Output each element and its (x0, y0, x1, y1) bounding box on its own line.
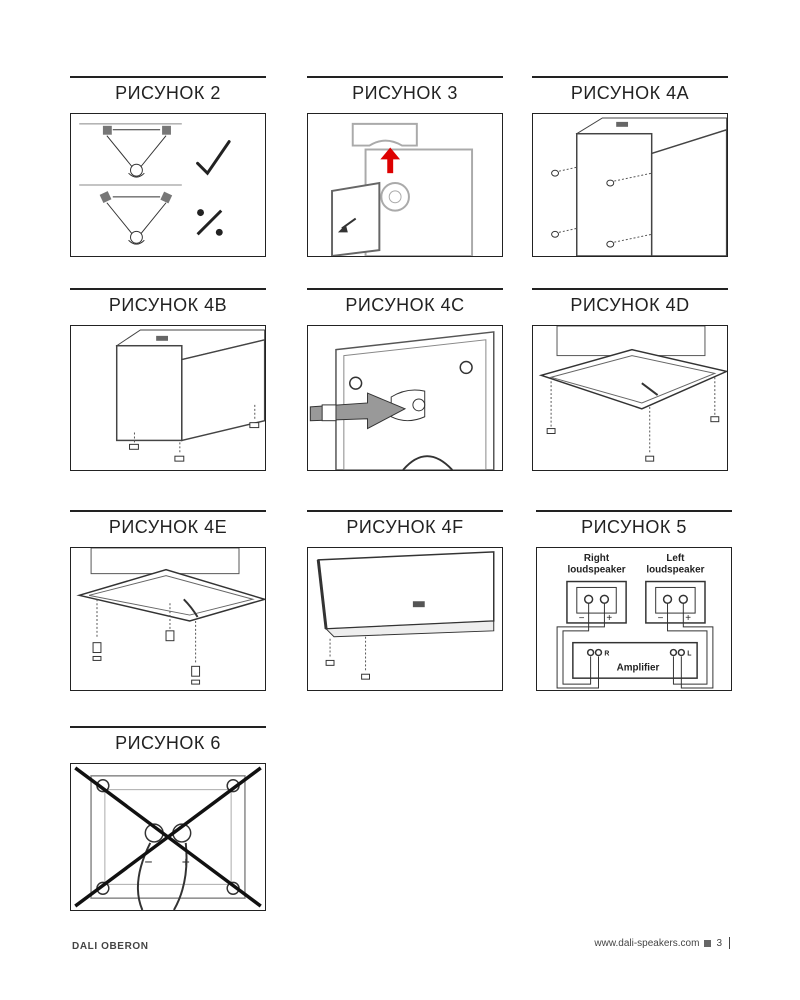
figure-title: РИСУНОК 3 (352, 83, 458, 103)
figure-4d: РИСУНОК 4D (532, 288, 728, 471)
divider (729, 937, 730, 949)
figure-3-illustration (307, 113, 503, 257)
figure-6: РИСУНОК 6 − + (70, 726, 266, 911)
amp-l-label: L (687, 650, 691, 657)
figure-3: РИСУНОК 3 (307, 76, 503, 257)
figure-rule (532, 76, 728, 78)
figure-4c: РИСУНОК 4C (307, 288, 503, 471)
figure-5: РИСУНОК 5 Right loudspeaker Left loudspe… (536, 510, 732, 691)
footer-url: www.dali-speakers.com (594, 937, 700, 949)
left-minus-label: − (658, 613, 664, 624)
figure-rule (532, 288, 728, 290)
figure-4a-illustration (532, 113, 728, 257)
figure-title: РИСУНОК 2 (115, 83, 221, 103)
figure-4a: РИСУНОК 4A (532, 76, 728, 257)
figure-2: РИСУНОК 2 (70, 76, 266, 257)
figure-4b: РИСУНОК 4B (70, 288, 266, 471)
figure-title: РИСУНОК 4D (570, 295, 690, 315)
figure-title: РИСУНОК 4A (570, 83, 690, 103)
amp-r-label: R (604, 650, 609, 657)
figure-rule (70, 76, 266, 78)
figure-rule (307, 76, 503, 78)
figure-4b-illustration (70, 325, 266, 471)
right-minus-label: − (579, 613, 585, 624)
square-icon (704, 939, 712, 947)
figure-6-illustration: − + (70, 763, 266, 911)
figure-rule (307, 288, 503, 290)
left-plus-label: + (685, 613, 691, 624)
figure-rule (70, 510, 266, 512)
fig6-minus-label: − (144, 854, 152, 870)
figure-4f: РИСУНОК 4F (307, 510, 503, 691)
figure-title: РИСУНОК 5 (581, 517, 687, 537)
figure-title: РИСУНОК 4E (108, 517, 228, 537)
figure-2-illustration (70, 113, 266, 257)
footer-page-info: www.dali-speakers.com 3 (594, 937, 730, 949)
figure-title: РИСУНОК 4B (108, 295, 228, 315)
figure-rule (70, 288, 266, 290)
footer-brand: DALI OBERON (72, 941, 149, 952)
figure-4f-illustration (307, 547, 503, 691)
figure-title: РИСУНОК 6 (115, 733, 221, 753)
figure-title: РИСУНОК 4C (345, 295, 465, 315)
right-speaker-label-2: loudspeaker (567, 565, 625, 576)
figure-title: РИСУНОК 4F (346, 517, 464, 537)
figure-4d-illustration (532, 325, 728, 471)
figure-rule (307, 510, 503, 512)
figure-rule (70, 726, 266, 728)
left-speaker-label-1: Left (666, 553, 685, 564)
left-speaker-label-2: loudspeaker (646, 565, 704, 576)
amplifier-label: Amplifier (617, 662, 660, 673)
figure-4c-illustration (307, 325, 503, 471)
figure-rule (536, 510, 732, 512)
page-number: 3 (716, 937, 722, 949)
right-speaker-label-1: Right (584, 553, 610, 564)
right-plus-label: + (606, 613, 612, 624)
figure-4e: РИСУНОК 4E (70, 510, 266, 691)
figure-4e-illustration (70, 547, 266, 691)
figure-5-wiring-diagram: Right loudspeaker Left loudspeaker − + −… (536, 547, 732, 691)
